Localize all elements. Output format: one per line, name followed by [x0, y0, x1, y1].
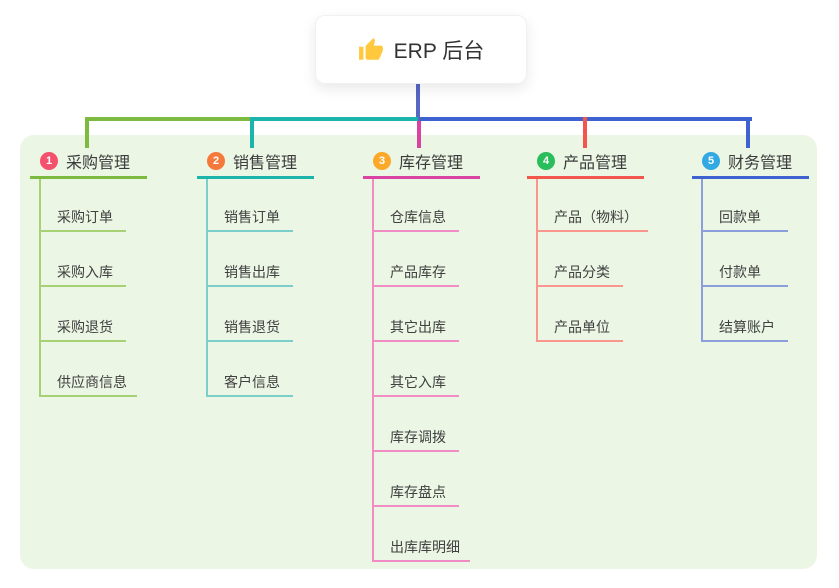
mindmap-panel — [20, 135, 817, 569]
branch-spine — [372, 179, 374, 562]
branch-number-badge: 5 — [702, 152, 720, 170]
branch-node[interactable]: 4 产品管理 — [527, 146, 627, 176]
branch-spine — [39, 179, 41, 397]
child-node-label: 结算账户 — [719, 319, 775, 335]
thumbs-up-icon — [358, 37, 383, 60]
child-node-label: 库存盘点 — [390, 484, 446, 500]
child-node[interactable]: 产品（物料） — [536, 207, 648, 232]
child-node[interactable]: 回款单 — [701, 207, 788, 232]
child-node-label: 产品分类 — [554, 264, 610, 280]
child-node-label: 回款单 — [719, 209, 761, 225]
child-node-label: 出库库明细 — [390, 539, 460, 555]
child-node[interactable]: 供应商信息 — [39, 372, 137, 397]
branch-node[interactable]: 2 销售管理 — [197, 146, 297, 176]
child-node-label: 其它入库 — [390, 374, 446, 390]
child-node-label: 销售订单 — [224, 209, 280, 225]
child-node-label: 其它出库 — [390, 319, 446, 335]
branch-node[interactable]: 1 采购管理 — [30, 146, 130, 176]
child-node[interactable]: 出库库明细 — [372, 537, 470, 562]
child-node-label: 产品库存 — [390, 264, 446, 280]
child-node-label: 采购退货 — [57, 319, 113, 335]
child-node[interactable]: 产品单位 — [536, 317, 623, 342]
connector-bus-segment — [87, 117, 252, 121]
branch-number-badge: 4 — [537, 152, 555, 170]
child-node-label: 产品单位 — [554, 319, 610, 335]
child-node-label: 销售退货 — [224, 319, 280, 335]
child-node-label: 供应商信息 — [57, 374, 127, 390]
branch-label: 库存管理 — [399, 155, 464, 172]
child-node[interactable]: 产品库存 — [372, 262, 459, 287]
child-node-label: 库存调拨 — [390, 429, 446, 445]
branch-spine — [536, 179, 538, 342]
child-node[interactable]: 客户信息 — [206, 372, 293, 397]
child-node[interactable]: 付款单 — [701, 262, 788, 287]
branch-underline — [197, 176, 314, 179]
branch-underline — [30, 176, 147, 179]
root-node-label: ERP 后台 — [393, 39, 485, 63]
child-node[interactable]: 采购入库 — [39, 262, 126, 287]
child-node-label: 仓库信息 — [390, 209, 446, 225]
branch-underline — [692, 176, 809, 179]
branch-spine — [701, 179, 703, 342]
root-node[interactable]: ERP 后台 — [315, 15, 527, 84]
child-node-label: 产品（物料） — [554, 209, 638, 225]
child-node[interactable]: 销售退货 — [206, 317, 293, 342]
child-node[interactable]: 库存盘点 — [372, 482, 459, 507]
connector-root-stem — [416, 82, 420, 121]
branch-label: 财务管理 — [728, 155, 793, 172]
branch-label: 采购管理 — [66, 155, 131, 172]
branch-node[interactable]: 5 财务管理 — [692, 146, 792, 176]
child-node[interactable]: 采购订单 — [39, 207, 126, 232]
branch-node[interactable]: 3 库存管理 — [363, 146, 463, 176]
branch-number-badge: 2 — [207, 152, 225, 170]
child-node[interactable]: 采购退货 — [39, 317, 126, 342]
connector-drop — [85, 117, 89, 148]
child-node-label: 客户信息 — [224, 374, 280, 390]
connector-drop — [250, 117, 254, 148]
child-node[interactable]: 销售出库 — [206, 262, 293, 287]
child-node[interactable]: 产品分类 — [536, 262, 623, 287]
child-node-label: 销售出库 — [224, 264, 280, 280]
child-node[interactable]: 库存调拨 — [372, 427, 459, 452]
branch-underline — [363, 176, 480, 179]
connector-drop — [583, 117, 587, 148]
child-node-label: 采购订单 — [57, 209, 113, 225]
branch-underline — [527, 176, 644, 179]
child-node[interactable]: 其它出库 — [372, 317, 459, 342]
child-node-label: 采购入库 — [57, 264, 113, 280]
connector-bus-segment — [252, 117, 418, 121]
connector-drop — [417, 121, 421, 148]
child-node[interactable]: 仓库信息 — [372, 207, 459, 232]
child-node[interactable]: 结算账户 — [701, 317, 788, 342]
child-node-label: 付款单 — [719, 264, 761, 280]
branch-label: 销售管理 — [233, 155, 298, 172]
branch-number-badge: 1 — [40, 152, 58, 170]
connector-drop — [746, 117, 750, 148]
child-node[interactable]: 其它入库 — [372, 372, 459, 397]
branch-label: 产品管理 — [563, 155, 628, 172]
child-node[interactable]: 销售订单 — [206, 207, 293, 232]
branch-number-badge: 3 — [373, 152, 391, 170]
branch-spine — [206, 179, 208, 397]
